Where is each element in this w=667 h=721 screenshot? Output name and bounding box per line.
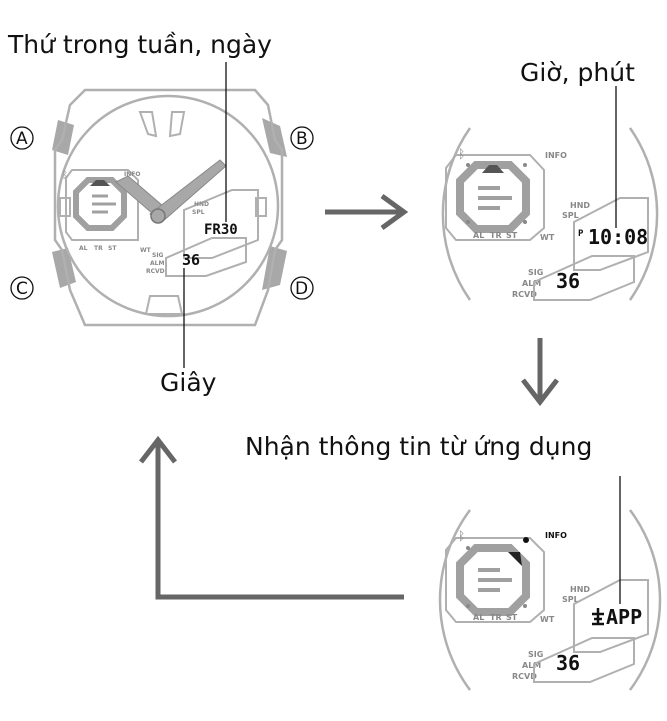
arrow-right: [325, 193, 409, 231]
display-seconds: 36: [556, 269, 580, 293]
label-alm: ALM: [522, 279, 541, 288]
watch-time-view: ᛒ INFO AL TR ST WT HND SPL SIG ALM RCVD …: [441, 86, 659, 301]
watch-bezel: [56, 94, 280, 318]
button-d-shape: [262, 246, 287, 290]
button-a-label: A: [16, 129, 28, 149]
label-spl: SPL: [192, 209, 205, 216]
display-weekday-date: FR30: [204, 222, 238, 238]
arrow-return: [139, 435, 404, 600]
label-spl: SPL: [562, 595, 579, 604]
arrow-down: [521, 338, 559, 407]
caption-weekday-date: Thứ trong tuần, ngày: [8, 30, 272, 59]
button-d-label: D: [295, 279, 308, 299]
app-icon: [592, 608, 604, 626]
label-info: INFO: [545, 151, 567, 160]
watch-full-view: INFO HND SPL WT SIG ALM RCVD AL TR ST ᛒ …: [10, 62, 314, 368]
label-st: ST: [506, 613, 518, 622]
display-time: 10:08: [588, 225, 648, 249]
label-alm: ALM: [522, 661, 541, 670]
display-app: APP: [606, 605, 642, 629]
label-wt: WT: [540, 233, 555, 242]
watch-case: [53, 88, 284, 327]
label-hnd: HND: [570, 201, 590, 210]
label-sig: SIG: [528, 268, 543, 277]
label-tr: TR: [94, 245, 103, 252]
label-tr: TR: [490, 613, 502, 622]
label-info: INFO: [124, 171, 140, 178]
label-al: AL: [473, 231, 484, 240]
label-tr: TR: [490, 231, 502, 240]
button-c-label: C: [16, 279, 28, 299]
label-st: ST: [506, 231, 518, 240]
label-hnd: HND: [570, 585, 590, 594]
label-st: ST: [108, 245, 117, 252]
bluetooth-icon: ᛒ: [458, 147, 465, 161]
watch-app-view: ᛒ INFO AL TR ST WT HND SPL SIG ALM RCVD …: [438, 476, 662, 691]
label-spl: SPL: [562, 211, 579, 220]
label-rcvd: RCVD: [146, 268, 165, 275]
button-b-label: B: [296, 129, 308, 149]
caption-app-info: Nhận thông tin từ ứng dụng: [245, 432, 593, 461]
label-info-active: INFO: [545, 531, 567, 540]
label-wt: WT: [540, 615, 555, 624]
display-seconds: 36: [556, 651, 580, 675]
label-sig: SIG: [528, 650, 543, 659]
label-alm: ALM: [150, 260, 164, 267]
bluetooth-icon: ᛒ: [62, 170, 68, 181]
bluetooth-icon: ᛒ: [458, 529, 465, 543]
label-rcvd: RCVD: [512, 672, 537, 681]
label-sig: SIG: [152, 252, 164, 259]
label-rcvd: RCVD: [512, 290, 537, 299]
caption-hour-minute: Giờ, phút: [520, 58, 635, 87]
caption-seconds: Giây: [160, 368, 217, 397]
label-wt: WT: [140, 247, 152, 254]
display-seconds: 36: [182, 251, 200, 269]
label-al: AL: [79, 245, 88, 252]
label-al: AL: [473, 613, 484, 622]
label-hnd: HND: [194, 201, 209, 208]
pm-indicator: P: [578, 229, 584, 239]
